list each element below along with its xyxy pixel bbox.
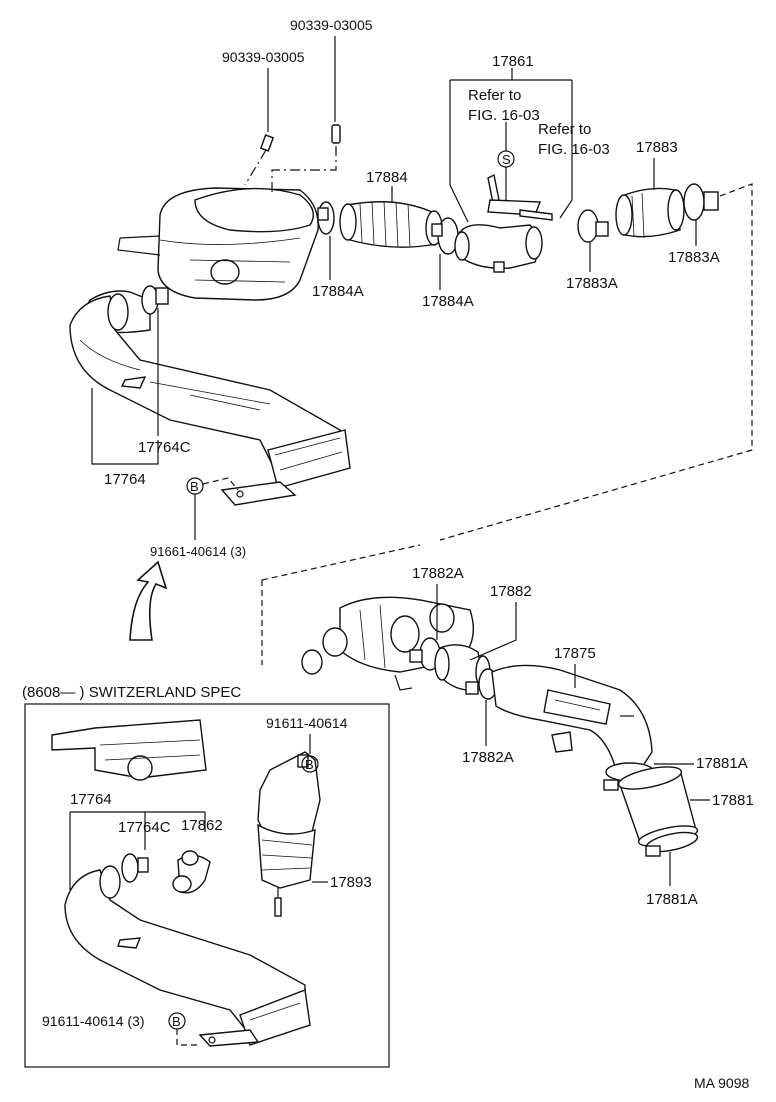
- label-17882A-top: 17882A: [412, 565, 464, 582]
- leader-17861-left: [449, 80, 469, 223]
- label-17882: 17882: [490, 583, 532, 600]
- inset-title: (8608— ) SWITZERLAND SPEC: [22, 684, 241, 701]
- inset-frame: [24, 703, 390, 1068]
- label-17764C: 17764C: [138, 439, 191, 456]
- inset-label-17764C: 17764C: [118, 819, 171, 836]
- svg-text:S: S: [502, 152, 511, 167]
- dash-lower-connector: [261, 544, 421, 665]
- label-refer1-line1: Refer to: [468, 87, 521, 104]
- inset-intake-duct: [64, 865, 311, 1046]
- air-connector-17861: [454, 173, 553, 273]
- inset-label-17764: 17764: [70, 791, 112, 808]
- svg-text:B: B: [172, 1014, 181, 1029]
- leader-17861-right: [559, 80, 573, 219]
- label-91661: 91661-40614 (3): [150, 544, 246, 559]
- inset-label-17893: 17893: [330, 874, 372, 891]
- leader-17882: [469, 602, 517, 661]
- inset-air-cleaner: [51, 719, 207, 781]
- label-17861: 17861: [492, 53, 534, 70]
- label-90339-left: 90339-03005: [222, 49, 305, 65]
- label-17882A-bottom: 17882A: [462, 749, 514, 766]
- clamp-17884A-right: [431, 217, 459, 255]
- label-17875: 17875: [554, 645, 596, 662]
- figure-code: MA 9098: [694, 1075, 749, 1091]
- clamp-17764C: [141, 285, 169, 315]
- label-17881A-top: 17881A: [696, 755, 748, 772]
- label-17764: 17764: [104, 471, 146, 488]
- label-refer2-line1: Refer to: [538, 121, 591, 138]
- symbol-b-top: B: [186, 477, 204, 495]
- intake-duct-17764: [69, 290, 351, 489]
- bolt-90339-right: [331, 124, 341, 144]
- inset-resonator-17893: [257, 751, 321, 917]
- inset-clamp-17764C: [121, 853, 149, 883]
- dash-right-connector: [439, 183, 753, 541]
- hose-17884: [339, 200, 443, 248]
- dash-b-top: [202, 477, 239, 491]
- inset-symbol-b-bottom: B: [168, 1012, 186, 1030]
- label-17883: 17883: [636, 139, 678, 156]
- air-cleaner-case: [117, 187, 319, 301]
- label-17884A-left: 17884A: [312, 283, 364, 300]
- label-17884: 17884: [366, 169, 408, 186]
- svg-text:B: B: [305, 757, 314, 772]
- inset-label-91611: 91611-40614: [266, 715, 348, 731]
- clamp-17882A-bottom: [465, 668, 498, 700]
- inset-symbol-b-top: B: [301, 755, 319, 773]
- label-17883A-right: 17883A: [668, 249, 720, 266]
- direction-arrow-icon: [129, 560, 168, 641]
- svg-text:B: B: [190, 479, 199, 494]
- duct-bracket: [220, 481, 297, 506]
- hose-17883: [615, 187, 685, 239]
- label-refer2-line2: FIG. 16-03: [538, 141, 610, 158]
- label-17884A-right: 17884A: [422, 293, 474, 310]
- inset-hose-17862: [172, 850, 211, 894]
- label-refer1-line2: FIG. 16-03: [468, 107, 540, 124]
- bracket-17764: [91, 388, 159, 465]
- clamp-17881A-bottom: [645, 831, 699, 857]
- label-90339-top: 90339-03005: [290, 17, 373, 33]
- label-17881A-bottom: 17881A: [646, 891, 698, 908]
- inset-dash-b: [176, 1029, 200, 1046]
- dash-90339-left: [244, 149, 267, 186]
- inset-label-17862: 17862: [181, 817, 223, 834]
- dash-90339-top: [271, 146, 337, 192]
- intake-pipe-17875: [491, 664, 653, 771]
- inset-bracket-17764: [69, 811, 206, 890]
- clamp-17883A-right: [683, 183, 719, 221]
- symbol-s: S: [497, 150, 515, 168]
- clamp-17883A-left: [577, 209, 609, 243]
- clamp-17884A-left: [317, 201, 335, 235]
- inset-label-91611-3: 91611-40614 (3): [42, 1013, 144, 1029]
- label-17883A-left: 17883A: [566, 275, 618, 292]
- inset-bracket-part: [198, 1029, 260, 1047]
- label-17881: 17881: [712, 792, 754, 809]
- bolt-90339-left: [259, 134, 275, 152]
